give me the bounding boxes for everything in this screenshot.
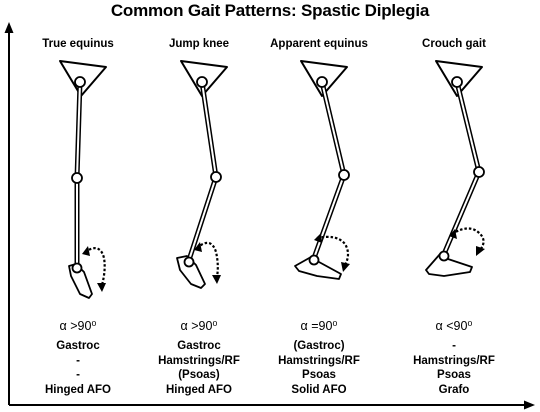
list-line: Gastroc	[177, 340, 221, 352]
leg-figure	[59, 60, 107, 299]
ankle-joint	[183, 256, 195, 268]
list-line: -	[76, 369, 80, 381]
list-line: -	[452, 340, 456, 352]
ankle-motion-arrow	[316, 235, 350, 266]
hip-joint	[196, 76, 208, 88]
pattern-name: Crouch gait	[422, 38, 486, 50]
hip-joint	[451, 76, 463, 88]
hip-joint	[74, 76, 86, 88]
list-line: Solid AFO	[291, 383, 347, 396]
list-line: Hamstrings/RF	[158, 354, 240, 367]
list-line: Hinged AFO	[44, 383, 111, 396]
knee-joint	[473, 166, 485, 178]
ankle-angle: α >90⁰	[180, 319, 218, 333]
treatment-list: Gastroc - - Hinged AFO	[18, 339, 138, 397]
leg-figure	[176, 60, 228, 289]
list-line: Psoas	[302, 369, 336, 381]
pattern-apparent-equinus: Apparent equinus α =90⁰ (Gastroc) Hamstr…	[259, 0, 379, 412]
list-line: Hamstrings/RF	[413, 354, 495, 367]
pattern-true-equinus: True equinus α >90⁰ Gastroc - - Hinged A…	[18, 0, 138, 412]
knee-joint	[71, 172, 83, 184]
list-line: (Gastroc)	[293, 340, 345, 352]
diagram-title: Common Gait Patterns: Spastic Diplegia	[110, 1, 430, 20]
list-line: Grafo	[438, 383, 470, 396]
list-line: Hamstrings/RF	[278, 354, 360, 367]
arrowhead-up	[314, 233, 322, 243]
x-axis-arrowhead	[524, 400, 535, 410]
treatment-list: Gastroc Hamstrings/RF (Psoas) Hinged AFO	[139, 339, 259, 397]
arrowhead-down	[341, 262, 350, 272]
arrowhead-down	[476, 246, 485, 256]
ankle-motion-arrow	[451, 227, 485, 251]
leg-figure	[425, 60, 485, 277]
y-axis-arrowhead	[4, 22, 14, 33]
arrowhead-up	[82, 246, 90, 256]
knee-joint	[338, 169, 350, 181]
knee-joint	[210, 171, 222, 183]
arrowhead-up	[194, 242, 202, 252]
leg-figure	[294, 60, 350, 280]
ankle-angle: α =90⁰	[300, 319, 338, 333]
arrowhead-down	[212, 275, 221, 284]
ankle-joint	[438, 250, 450, 262]
ankle-angle: α >90⁰	[59, 319, 97, 333]
hip-joint	[316, 76, 328, 88]
arrowhead-down	[97, 283, 106, 292]
list-line: (Psoas)	[178, 369, 220, 381]
list-line: -	[76, 354, 80, 367]
arrowhead-up	[449, 229, 457, 239]
list-line: Psoas	[437, 369, 471, 381]
pattern-name: True equinus	[42, 38, 114, 50]
treatment-list: (Gastroc) Hamstrings/RF Psoas Solid AFO	[259, 339, 379, 397]
pattern-crouch-gait: Crouch gait α <90⁰ - Hamstrings/RF Psoas…	[394, 0, 514, 412]
treatment-list: - Hamstrings/RF Psoas Grafo	[394, 339, 514, 397]
ankle-joint	[308, 254, 320, 266]
pattern-name: Apparent equinus	[270, 38, 368, 50]
ankle-angle: α <90⁰	[435, 319, 473, 333]
list-line: Gastroc	[56, 340, 100, 352]
pattern-name: Jump knee	[168, 38, 230, 50]
pattern-jump-knee: Jump knee α >90⁰ Gastroc Hamstrings/RF (…	[139, 0, 259, 412]
ankle-joint	[71, 262, 83, 274]
list-line: Hinged AFO	[165, 383, 232, 396]
